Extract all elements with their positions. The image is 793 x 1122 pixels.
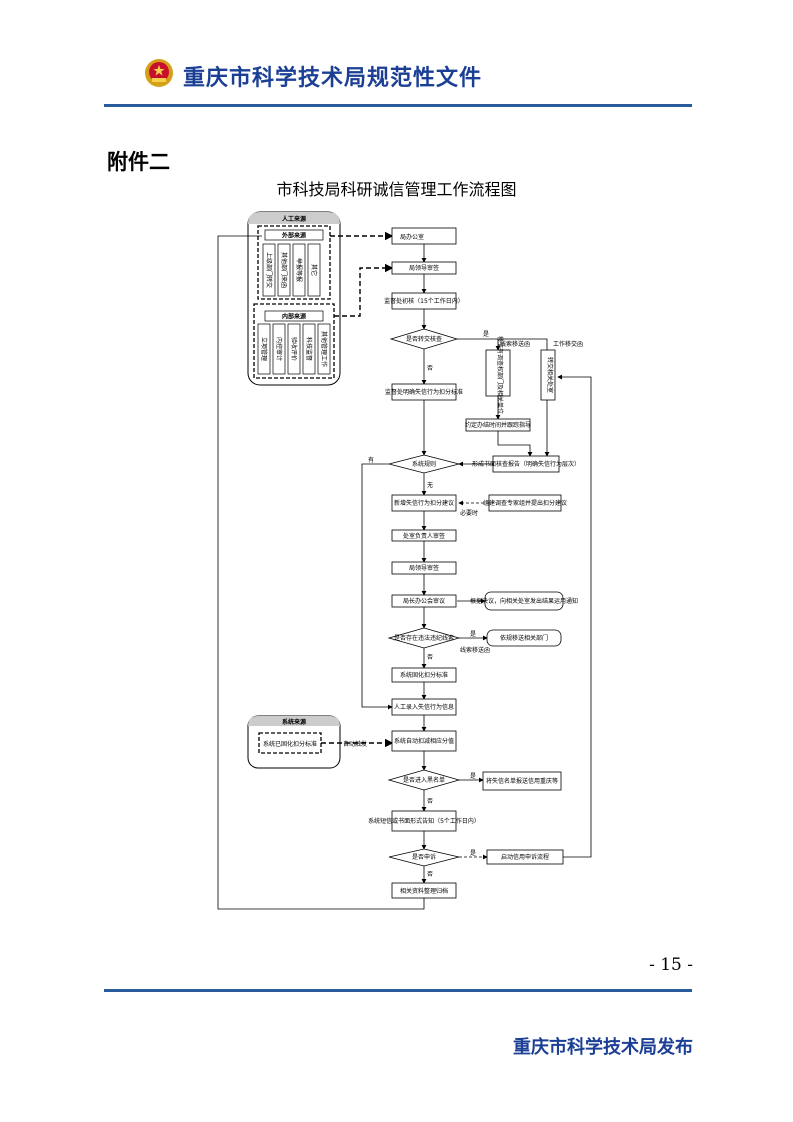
figure-title: 市科技局科研诚信管理工作流程图 [276,180,517,199]
node-leader-review-1: 局领导审签 [409,264,439,272]
internal-source-column-3 [302,323,316,375]
node-clarify: 监督处明确失信行为扣分标准 [385,388,463,396]
system-source-group: 系统来源 系统已固化扣分标准 [247,715,341,769]
decision-blacklist: 是否进入黑名单 [403,776,445,784]
label-no-transfer: 否 [427,365,433,372]
node-transfer-dept: 依规移送相关部门 [500,634,548,642]
node-sms: 系统短信或书面形式告知（5个工作日内） [368,817,480,825]
node-manual-entry: 人工录入失信行为信息 [394,703,454,711]
node-auto-deduct: 系统自动扣减相应分值 [394,737,454,745]
system-source-title: 系统来源 [282,718,306,726]
internal-source-item-0: 立项管理 [260,337,268,361]
label-yes-appeal: 是 [470,850,476,857]
node-solidify: 系统固化扣分标准 [400,671,448,679]
footer-divider [104,989,692,992]
header-title: 重庆市科学技术局规范性文件 [183,66,483,91]
internal-source-column-2 [287,323,301,375]
footer-publisher: 重庆市科学技术局发布 [513,1037,693,1058]
national-emblem-icon [145,59,173,87]
node-agree-time: 约定办结时间并跟踪指导 [465,421,531,429]
node-head-review: 处室负责人审签 [403,532,445,540]
internal-source-item-1: 内控审计 [275,337,283,361]
manual-source-title: 人工来源 [282,215,306,223]
internal-source-column-4 [317,323,331,375]
node-form-report: 形成书面核查报告（明确失信行为层次） [472,460,580,468]
external-source-item-3: 其它 [310,264,318,276]
decision-system-rule: 系统规则 [412,460,436,468]
label-no-blacklist: 否 [427,798,433,805]
decision-transfer: 是否转交核查 [406,335,442,343]
label-clue-transfer-2: 线索移送函 [460,646,490,654]
manual-source-group: 人工来源 外部来源 上级部门转交其他部门来函举报等报其它 内部来源 立项管理内控… [247,211,341,386]
internal-source-item-2: 验收评价 [290,337,298,361]
external-source-item-0: 上级部门转交 [265,252,273,288]
external-source-item-2: 举报等报 [295,258,303,282]
label-yes-suspect: 是 [470,631,476,638]
node-send-office: 转交相关处室 [546,357,554,393]
internal-source-item-4: 其他管理工作 [320,331,328,367]
label-no-appeal: 否 [427,871,433,878]
external-source-label: 外部来源 [281,232,306,240]
label-auto-trigger: 自动触发 [343,740,367,748]
header-divider [104,104,692,107]
decision-appeal: 是否申诉 [412,853,436,861]
node-leader-review-2: 局领导审签 [409,564,439,572]
node-meeting: 局长办公会审议 [403,597,445,605]
node-notify: 根据决议，向相关处室发出结果运用通知 [470,597,578,605]
node-send-dept: 移交有调查权部门及相关单位 [496,336,504,414]
external-source-item-1: 其他部门来函 [280,252,288,288]
label-has-rule: 有 [368,456,374,464]
internal-source-column-1 [272,323,286,375]
external-source-column-2 [292,243,306,297]
node-archive: 相关资料整理归档 [400,887,448,895]
system-item: 系统已固化扣分标准 [263,740,317,748]
node-supervise-check: 监督处初核（15个工作日内） [384,297,464,305]
external-source-column-1 [277,243,291,297]
decision-suspect: 是否存在违法违纪线索 [394,634,454,642]
node-add-rule: 新增失信行为扣分建议 [394,499,454,507]
label-yes-blacklist: 是 [470,773,476,780]
external-source-column-3 [307,243,321,297]
label-clue-transfer: 线索移送函 [500,340,530,348]
internal-source-label: 内部来源 [282,313,306,321]
external-source-column-0 [262,243,276,297]
label-yes-transfer: 是 [483,331,489,338]
page-number: - 15 - [649,955,693,975]
internal-source-item-3: 科技监督 [305,337,313,361]
node-blacklist-report: 将失信名单报送信用重庆等 [486,777,558,785]
node-office: 局办公室 [400,233,424,241]
attachment-label: 附件二 [107,150,170,174]
node-appeal-flow: 启动信用申诉流程 [501,853,549,861]
label-work-transfer: 工作移交函 [553,340,583,348]
label-no-suspect: 否 [427,654,433,661]
label-if-needed: 必要时 [460,509,478,517]
label-no-rule: 无 [427,482,433,489]
node-expert: 组建调查专家组并提出扣分建议 [483,499,567,507]
internal-source-column-0 [257,323,271,375]
